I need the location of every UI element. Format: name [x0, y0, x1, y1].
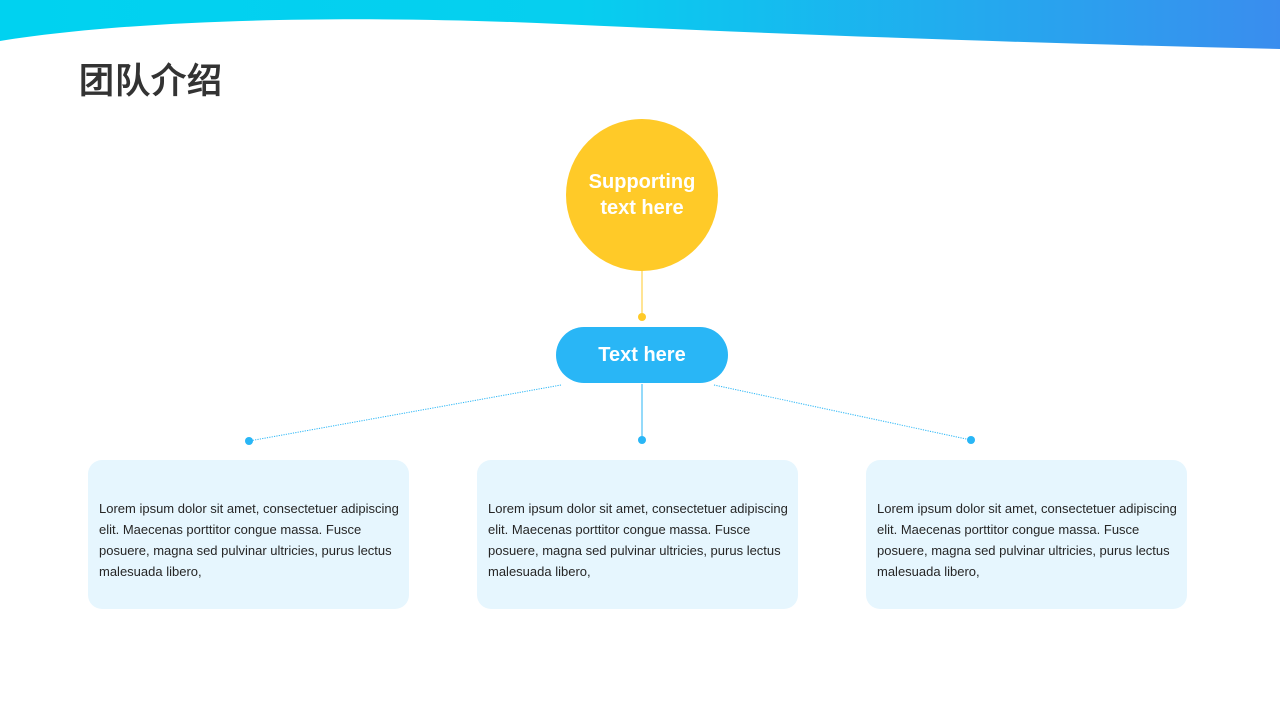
- info-card-middle: Lorem ipsum dolor sit amet, consectetuer…: [477, 460, 798, 609]
- support-connector-dot: [638, 313, 646, 321]
- info-card-left: Lorem ipsum dolor sit amet, consectetuer…: [88, 460, 409, 609]
- info-card-text: Lorem ipsum dolor sit amet, consectetuer…: [488, 501, 788, 579]
- hub-to-right-line: [713, 384, 972, 441]
- info-card-text: Lorem ipsum dolor sit amet, consectetuer…: [877, 501, 1177, 579]
- supporting-circle-label: Supporting text here: [588, 171, 696, 219]
- hub-pill-node: Text here: [556, 327, 728, 383]
- info-card-text: Lorem ipsum dolor sit amet, consectetuer…: [99, 501, 399, 579]
- left-connector-dot: [245, 437, 253, 445]
- page-title: 团队介绍: [79, 62, 224, 102]
- hub-pill-label: Text here: [598, 343, 686, 366]
- hub-to-left-line: [248, 384, 562, 442]
- info-card-right: Lorem ipsum dolor sit amet, consectetuer…: [866, 460, 1187, 609]
- top-wave-banner: [0, 0, 1280, 49]
- right-connector-dot: [967, 436, 975, 444]
- supporting-circle-node: Supporting text here: [566, 119, 718, 271]
- middle-connector-dot: [638, 436, 646, 444]
